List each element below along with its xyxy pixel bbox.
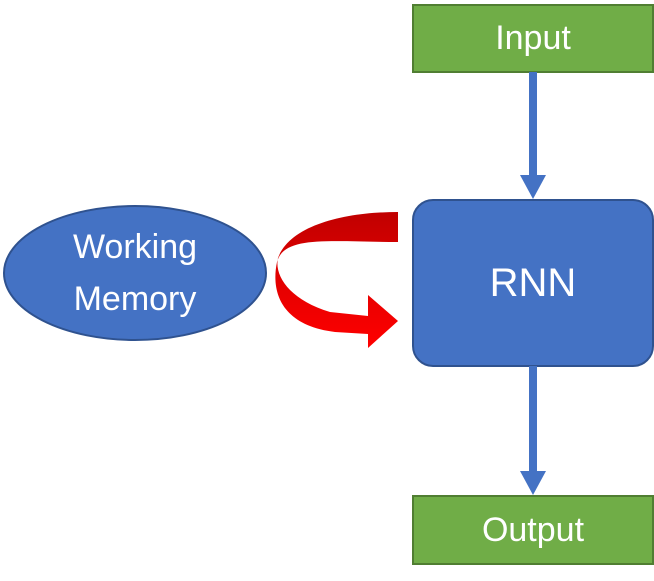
input-node <box>412 4 654 73</box>
working-memory-node <box>3 205 267 341</box>
arrow-rnn-to-output <box>520 366 546 495</box>
arrow-input-to-rnn <box>520 72 546 199</box>
rnn-node <box>412 199 654 367</box>
output-node <box>412 495 654 565</box>
loop-arrow <box>275 212 398 348</box>
